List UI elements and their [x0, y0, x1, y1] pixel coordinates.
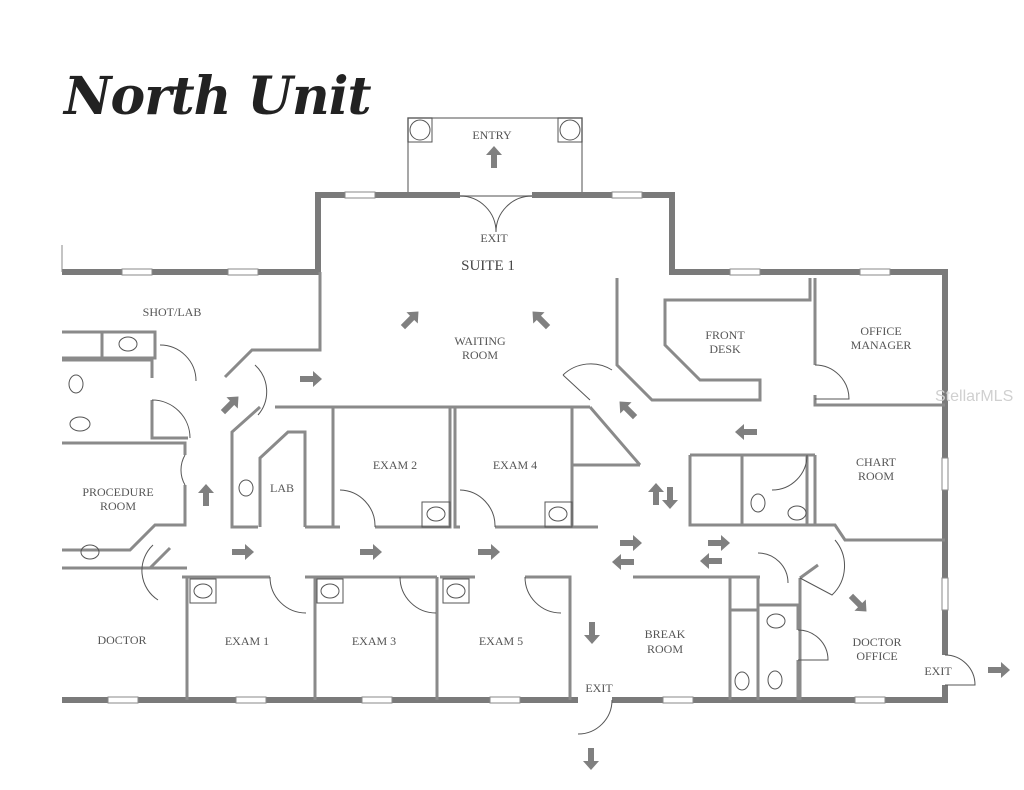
- shot-lab-label: SHOT/LAB: [143, 305, 202, 319]
- exit-label: EXIT: [924, 664, 952, 678]
- doctor-label: DOCTOR: [97, 633, 146, 647]
- arrow-icon: [735, 424, 757, 440]
- front-desk-label: FRONT: [705, 328, 745, 342]
- office-manager-label: MANAGER: [851, 338, 912, 352]
- arrow-icon: [198, 484, 214, 506]
- arrow-icon: [478, 544, 500, 560]
- break-room-label: ROOM: [647, 642, 683, 656]
- arrow-icon: [360, 544, 382, 560]
- chart-room-label: CHART: [856, 455, 897, 469]
- arrow-icon: [526, 305, 554, 333]
- exit-label: EXIT: [480, 231, 508, 245]
- watermark: StellarMLS: [935, 388, 1013, 405]
- suite-label: SUITE 1: [461, 258, 515, 274]
- arrow-icon: [300, 371, 322, 387]
- arrow-icon: [708, 535, 730, 551]
- entry-vestibule: [407, 117, 583, 233]
- arrow-icon: [583, 748, 599, 770]
- arrow-icon: [486, 146, 502, 168]
- door-swings: [141, 344, 850, 661]
- front-desk-label: DESK: [709, 342, 741, 356]
- arrow-icon: [584, 622, 600, 644]
- procedure-room-label: PROCEDURE: [82, 485, 153, 499]
- arrow-icon: [648, 483, 664, 505]
- fixtures: [68, 336, 807, 691]
- chart-room-label: ROOM: [858, 469, 894, 483]
- lab-label: LAB: [270, 481, 294, 495]
- doctor-office-label: OFFICE: [856, 649, 897, 663]
- room-labels: ENTRY EXIT SUITE 1 WAITING ROOM SHOT/LAB…: [82, 128, 1013, 695]
- exterior-walls: [61, 191, 976, 735]
- exit-label: EXIT: [585, 681, 613, 695]
- exam-3-label: EXAM 3: [352, 634, 396, 648]
- exam-4-label: EXAM 4: [493, 458, 537, 472]
- arrow-icon: [397, 305, 425, 333]
- floor-plan-title: North Unit: [64, 66, 371, 127]
- interior-walls: [62, 272, 945, 700]
- arrow-icon: [620, 535, 642, 551]
- arrow-icon: [612, 554, 634, 570]
- exam-2-label: EXAM 2: [373, 458, 417, 472]
- arrow-icon: [988, 662, 1010, 678]
- exam-5-label: EXAM 5: [479, 634, 523, 648]
- waiting-room-label: ROOM: [462, 348, 498, 362]
- waiting-room-label: WAITING: [454, 334, 506, 348]
- exam-1-label: EXAM 1: [225, 634, 269, 648]
- arrow-icon: [232, 544, 254, 560]
- arrow-icon: [845, 590, 873, 618]
- break-room-label: BREAK: [645, 627, 686, 641]
- doctor-office-label: DOCTOR: [852, 635, 901, 649]
- arrow-icon: [613, 395, 641, 423]
- entry-label: ENTRY: [472, 128, 512, 142]
- arrow-icon: [700, 553, 722, 569]
- office-manager-label: OFFICE: [860, 324, 901, 338]
- arrow-icon: [217, 390, 245, 418]
- procedure-room-label: ROOM: [100, 499, 136, 513]
- arrow-icon: [662, 487, 678, 509]
